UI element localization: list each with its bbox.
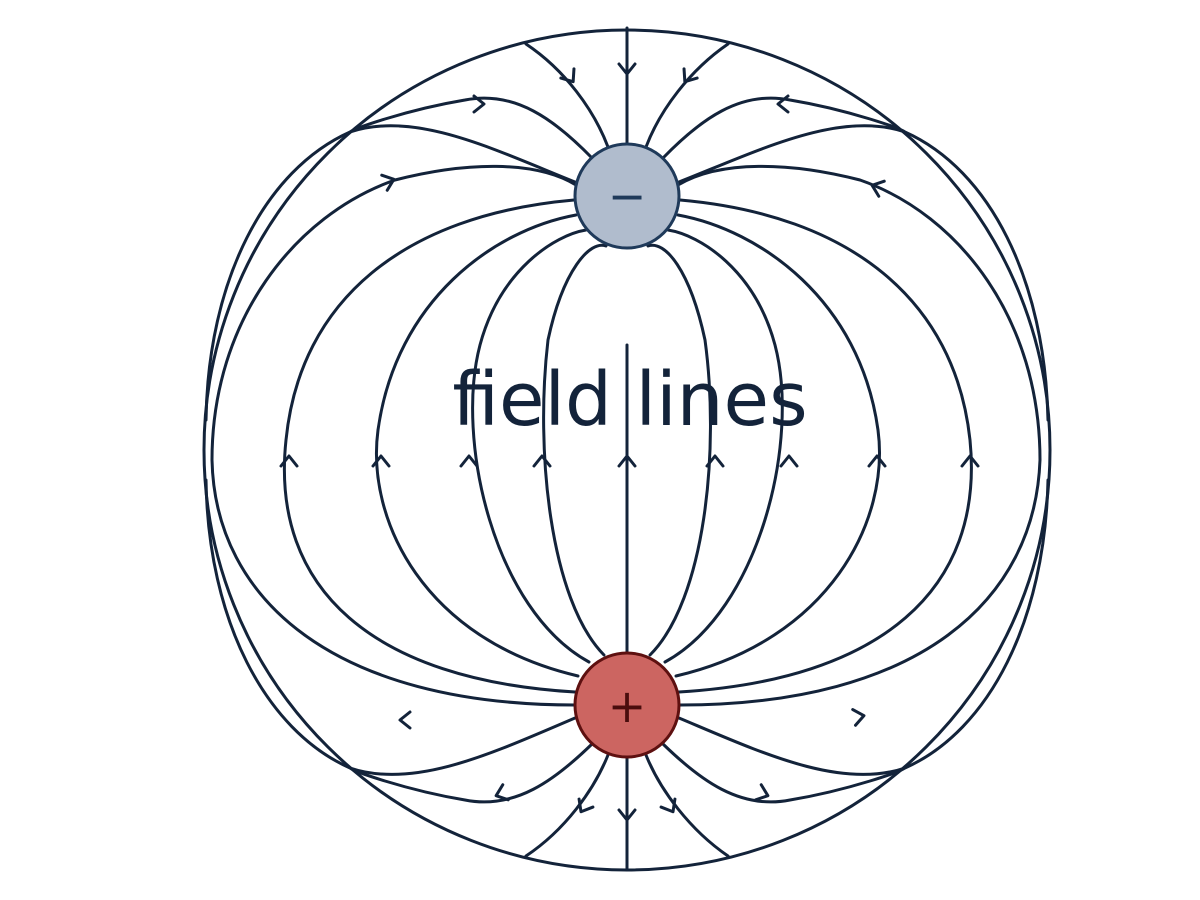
arrowhead-icon xyxy=(779,454,799,468)
arrowhead-icon xyxy=(851,708,866,727)
arrowhead-icon xyxy=(532,454,552,468)
field-line-bottom-left-outer xyxy=(204,478,577,776)
arrowhead-icon xyxy=(371,454,391,468)
positive-charge: + xyxy=(573,651,681,759)
field-line-bottom-left-inner xyxy=(524,753,610,858)
field-line-top-right-inner xyxy=(644,42,730,149)
arrowhead-icon xyxy=(659,797,677,814)
field-line-left-1 xyxy=(542,243,608,657)
field-line-top-left-mid xyxy=(348,96,594,160)
arrowhead-icon xyxy=(617,454,637,468)
field-line-right-4 xyxy=(677,198,973,694)
arrowhead-icon xyxy=(867,454,887,468)
field-line-top-right-outer xyxy=(677,124,1050,422)
arrowhead-icon xyxy=(682,67,699,84)
plus-sign: + xyxy=(608,679,647,733)
field-line-right-3 xyxy=(674,213,881,678)
arrowhead-icon xyxy=(705,454,725,468)
field-line-top-left-outer xyxy=(204,124,577,422)
field-line-right-2 xyxy=(663,228,784,664)
arrowhead-icon xyxy=(380,173,396,192)
arrowhead-icon xyxy=(617,808,637,822)
arrowhead-icon xyxy=(559,67,576,84)
field-lines-label: field lines xyxy=(452,357,807,443)
field-line-bottom-right-outer xyxy=(677,478,1050,776)
arrowhead-icon xyxy=(494,783,510,802)
arrowhead-icon xyxy=(459,454,479,468)
direction-arrows-group xyxy=(279,62,980,822)
field-line-top-left-inner xyxy=(524,42,610,149)
arrowhead-icon xyxy=(577,797,595,814)
field-line-left-3 xyxy=(375,213,580,678)
field-line-bottom-left-mid xyxy=(348,742,594,804)
arrowhead-icon xyxy=(870,179,886,198)
field-line-left-4 xyxy=(283,198,577,694)
field-line-left-2 xyxy=(471,228,591,664)
field-line-top-right-mid xyxy=(661,96,907,160)
arrowhead-icon xyxy=(279,454,299,468)
field-lines-group xyxy=(204,26,1050,872)
field-line-right-1 xyxy=(646,243,712,657)
arrowhead-icon xyxy=(960,454,980,468)
arrowhead-icon xyxy=(617,62,637,76)
arrowhead-icon xyxy=(754,783,770,802)
field-line-bottom-right-mid xyxy=(661,742,907,804)
arrowhead-icon xyxy=(776,94,790,114)
negative-charge-circle xyxy=(573,142,681,250)
negative-charge: − xyxy=(573,142,681,250)
field-line-right-5 xyxy=(676,164,1042,707)
positive-charge-circle xyxy=(573,651,681,759)
minus-sign: − xyxy=(608,169,647,223)
arrowhead-icon xyxy=(398,710,412,730)
field-line-left-5 xyxy=(210,164,578,707)
field-line-bottom-right-inner xyxy=(644,753,730,858)
arrowhead-icon xyxy=(472,94,486,114)
